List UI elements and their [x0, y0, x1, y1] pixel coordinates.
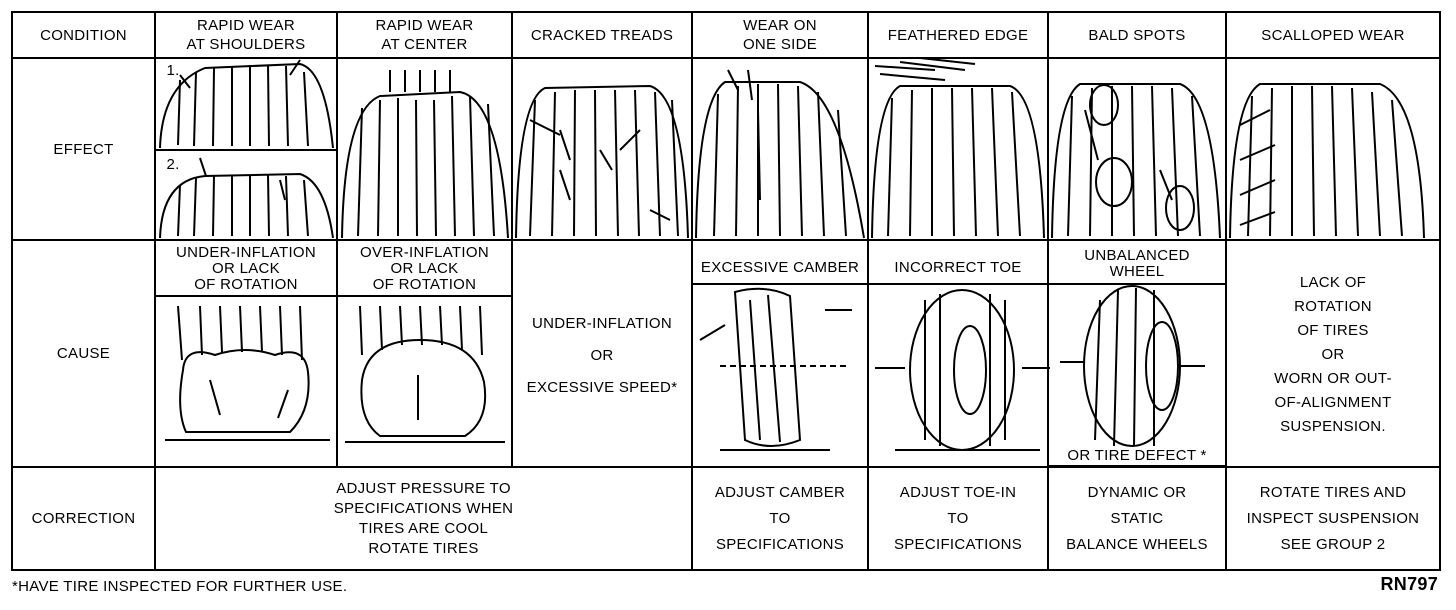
- correction-camber-line-3: SPECIFICATIONS: [715, 535, 845, 553]
- cause-cracked-line-2: OR: [590, 347, 614, 364]
- cause-camber-text: EXCESSIVE CAMBER: [700, 258, 860, 276]
- cross-section-under-inflation: [165, 305, 330, 441]
- row-label-effect-text: EFFECT: [53, 140, 114, 158]
- correction-adjust-pressure: ADJUST PRESSURE TO SPECIFICATIONS WHEN TIR…: [155, 467, 692, 570]
- effect-illustrations: [159, 57, 1425, 239]
- wheel-toe: [875, 289, 1050, 451]
- tread-one-side: [695, 69, 865, 239]
- cause-over-line-2: OR LACK: [390, 260, 459, 277]
- correction-adjust-toe: ADJUST TOE-IN TO SPECIFICATIONS: [868, 467, 1048, 570]
- header-rapid-wear-shoulders: RAPID WEAR AT SHOULDERS: [155, 12, 337, 58]
- effect-marker-2-text: 2.: [166, 155, 180, 173]
- cause-tire-defect: OR TIRE DEFECT *: [1048, 444, 1226, 466]
- cause-under-line-1: UNDER-INFLATION: [175, 244, 317, 261]
- header-shoulders-line-2: AT SHOULDERS: [186, 36, 306, 53]
- cause-cracked-line-1: UNDER-INFLATION: [531, 315, 673, 332]
- cause-over-line-3: OF ROTATION: [372, 276, 477, 293]
- row-label-correction: CORRECTION: [12, 467, 155, 570]
- cause-under-line-2: OR LACK: [212, 260, 280, 277]
- correction-pressure-line-1: ADJUST PRESSURE TO: [336, 479, 511, 497]
- cause-scalloped-line-3: OF TIRES: [1297, 322, 1369, 339]
- cause-scalloped-line-1: LACK OF: [1299, 274, 1367, 291]
- row-label-cause-text: CAUSE: [56, 345, 111, 362]
- header-scalloped-wear: SCALLOPED WEAR: [1226, 12, 1440, 58]
- correction-pressure-line-3: TIRES ARE COOL: [358, 519, 489, 537]
- cause-scalloped: LACK OF ROTATION OF TIRES OR WORN OR OUT- OF-…: [1226, 250, 1440, 460]
- header-condition-label: CONDITION: [40, 26, 127, 44]
- correction-camber-line-2: TO: [769, 509, 791, 527]
- header-condition: CONDITION: [12, 12, 155, 58]
- tread-bald-spots: [1051, 83, 1221, 239]
- correction-balance-line-1: DYNAMIC OR: [1087, 483, 1187, 501]
- cause-scalloped-line-4: OR: [1321, 346, 1345, 363]
- effect-marker-1-text: 1.: [166, 61, 180, 79]
- cause-unbalanced-line-1: UNBALANCED: [1084, 247, 1190, 264]
- correction-toe-line-2: TO: [947, 509, 969, 527]
- header-center-line-2: AT CENTER: [381, 36, 468, 53]
- cause-scalloped-line-6: OF-ALIGNMENT: [1274, 394, 1392, 411]
- correction-adjust-camber: ADJUST CAMBER TO SPECIFICATIONS: [692, 467, 868, 570]
- correction-toe-line-1: ADJUST TOE-IN: [899, 483, 1017, 501]
- header-rapid-wear-center: RAPID WEAR AT CENTER: [337, 12, 512, 58]
- correction-rotate-line-1: ROTATE TIRES AND: [1259, 483, 1407, 501]
- cross-section-over-inflation: [345, 305, 505, 443]
- tread-shoulders-2: [159, 157, 334, 239]
- correction-balance-line-2: STATIC: [1110, 509, 1164, 527]
- cause-scalloped-line-7: SUSPENSION.: [1280, 418, 1386, 435]
- cause-cracked: UNDER-INFLATION OR EXCESSIVE SPEED*: [512, 296, 692, 416]
- wheel-camber: [699, 287, 852, 451]
- cause-illustrations: [165, 285, 1205, 451]
- cause-scalloped-line-2: ROTATION: [1294, 298, 1372, 315]
- cause-unbalanced-line-2: WHEEL: [1109, 263, 1165, 280]
- correction-balance-wheels: DYNAMIC OR STATIC BALANCE WHEELS: [1048, 467, 1226, 570]
- header-wear-one-side: WEAR ON ONE SIDE: [692, 12, 868, 58]
- effect-marker-2: 2.: [163, 154, 183, 174]
- correction-pressure-line-2: SPECIFICATIONS WHEN: [333, 499, 514, 517]
- row-label-correction-text: CORRECTION: [31, 510, 136, 527]
- cause-cracked-line-3: EXCESSIVE SPEED*: [526, 379, 678, 396]
- correction-rotate-line-2: INSPECT SUSPENSION: [1246, 509, 1420, 527]
- header-cracked-label: CRACKED TREADS: [530, 26, 674, 44]
- correction-pressure-line-4: ROTATE TIRES: [368, 539, 479, 557]
- cause-tire-defect-text: OR TIRE DEFECT *: [1067, 446, 1207, 464]
- header-scalloped-label: SCALLOPED WEAR: [1261, 26, 1405, 44]
- correction-balance-line-3: BALANCE WHEELS: [1066, 535, 1208, 553]
- header-cracked-treads: CRACKED TREADS: [512, 12, 692, 58]
- cause-excessive-camber: EXCESSIVE CAMBER: [692, 250, 868, 284]
- cause-incorrect-toe: INCORRECT TOE: [868, 250, 1048, 284]
- cause-scalloped-line-5: WORN OR OUT-: [1274, 370, 1392, 387]
- header-bald-spots: BALD SPOTS: [1048, 12, 1226, 58]
- grid-lines: [11, 11, 1441, 571]
- correction-rotate-line-3: SEE GROUP 2: [1280, 535, 1386, 553]
- header-center-line-1: RAPID WEAR: [375, 17, 474, 34]
- correction-rotate-tires: ROTATE TIRES AND INSPECT SUSPENSION SEE GR…: [1226, 467, 1440, 570]
- tread-center: [341, 70, 509, 239]
- row-label-effect: EFFECT: [12, 58, 155, 240]
- cause-toe-text: INCORRECT TOE: [894, 258, 1022, 276]
- header-one-side-line-2: ONE SIDE: [742, 36, 818, 53]
- header-feathered-edge: FEATHERED EDGE: [868, 12, 1048, 58]
- header-shoulders-line-1: RAPID WEAR: [196, 17, 295, 34]
- cause-over-line-1: OVER-INFLATION: [360, 244, 489, 261]
- header-bald-label: BALD SPOTS: [1088, 26, 1186, 44]
- header-one-side-line-1: WEAR ON: [743, 17, 817, 34]
- header-feathered-label: FEATHERED EDGE: [887, 26, 1029, 44]
- cause-under-line-3: OF ROTATION: [194, 276, 298, 293]
- wheel-unbalanced: [1060, 285, 1205, 447]
- tread-scalloped: [1229, 83, 1425, 239]
- figure-code: RN797: [1380, 574, 1438, 594]
- tread-feathered: [871, 57, 1045, 239]
- tread-shoulders-1: [159, 59, 334, 149]
- effect-marker-1: 1.: [163, 60, 183, 80]
- correction-toe-line-3: SPECIFICATIONS: [893, 535, 1023, 553]
- tread-cracked: [515, 84, 689, 239]
- correction-camber-line-1: ADJUST CAMBER: [714, 483, 846, 501]
- row-label-cause: CAUSE: [12, 240, 155, 467]
- footnote: *HAVE TIRE INSPECTED FOR FURTHER USE.: [12, 578, 348, 595]
